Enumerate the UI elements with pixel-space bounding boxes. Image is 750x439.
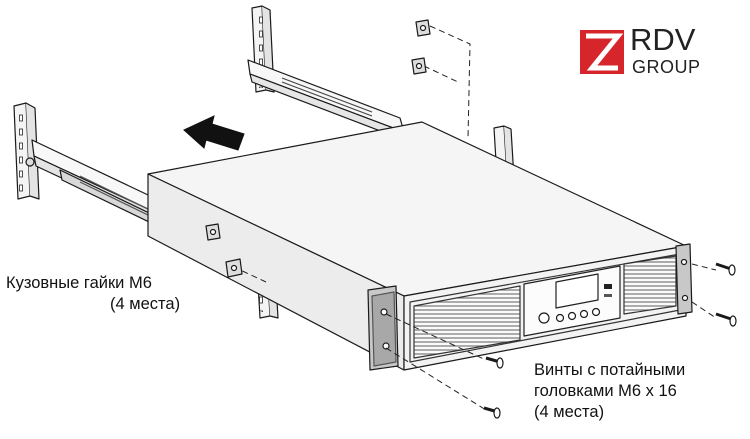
screw-icon [483, 406, 501, 419]
right-front-bracket [675, 243, 693, 315]
callout-screws: Винты с потайными головками М6 x 16 (4 м… [534, 360, 685, 423]
panel-buttons [555, 307, 601, 323]
logo-sub-text: GROUP [632, 57, 701, 77]
callout-cage-nuts: Кузовные гайки М6 (4 места) [6, 273, 180, 315]
callout-screws-line3: (4 места) [534, 403, 605, 421]
callout-cage-nuts-line1: Кузовные гайки М6 [6, 274, 152, 292]
front-vent-left [413, 285, 521, 359]
rdv-logo-mark [580, 30, 624, 74]
push-direction-arrow-icon [183, 115, 245, 151]
callout-screws-line1: Винты с потайными [534, 361, 686, 379]
cage-nut-icon [225, 258, 243, 278]
logo-brand-text: RDV [630, 22, 696, 57]
left-front-bracket [367, 285, 399, 371]
callout-cage-nuts-line2: (4 места) [110, 295, 181, 313]
alignment-lines [235, 25, 717, 411]
cage-nut-icon [415, 19, 431, 37]
cage-nut-icon [411, 57, 427, 75]
screw-icon [485, 356, 504, 369]
company-logo: RDV GROUP [578, 22, 708, 80]
power-button [538, 312, 550, 324]
screw-icon [715, 312, 737, 327]
front-vent-right [623, 255, 677, 315]
ups-chassis [147, 121, 687, 371]
cage-nut-icon [205, 223, 221, 241]
callout-screws-line2: головками М6 x 16 [534, 382, 677, 400]
lcd-display [555, 273, 599, 309]
screw-icon [715, 262, 736, 276]
